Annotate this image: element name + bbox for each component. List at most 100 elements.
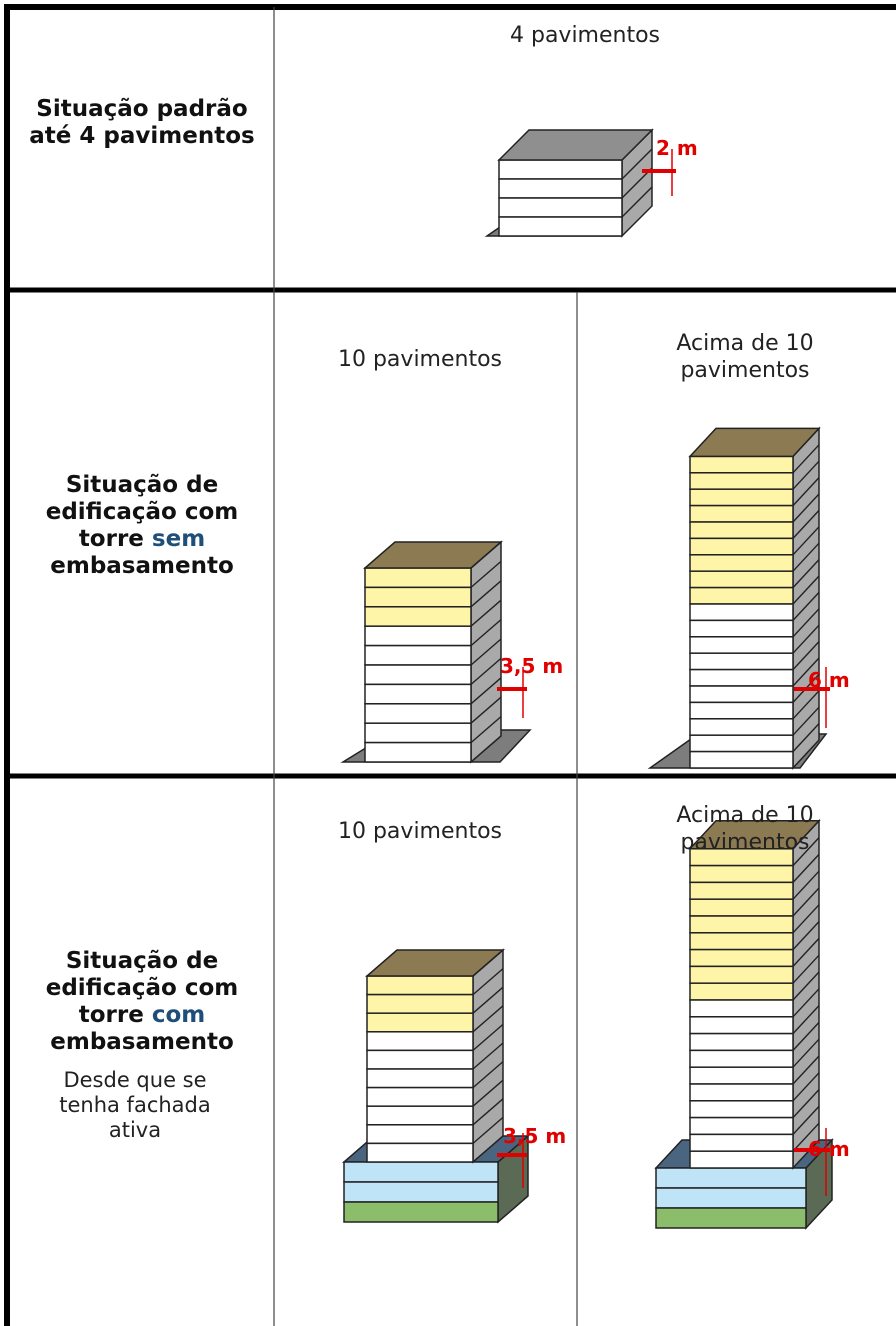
caption-over-10-floors: Acima de 10 pavimentos <box>676 331 814 383</box>
floor <box>689 718 794 736</box>
floor-line-side <box>792 1055 820 1085</box>
floor-line-side <box>792 870 820 900</box>
floor-line-side <box>792 1105 820 1135</box>
building-over-10-floors-no-podium <box>647 426 830 770</box>
floor-recessed <box>366 993 474 1014</box>
floor <box>689 603 794 622</box>
floor-line-side <box>470 638 502 666</box>
floor <box>364 664 472 686</box>
floor-line-side <box>792 904 820 934</box>
table-border <box>4 4 896 1326</box>
floor <box>689 1083 794 1102</box>
floor-line-side <box>470 580 502 608</box>
roof <box>364 949 506 977</box>
floor <box>689 750 794 769</box>
floor <box>364 741 472 763</box>
floor-line-side <box>792 444 820 474</box>
floor-line-side <box>792 921 820 951</box>
floor-line-side <box>792 1072 820 1102</box>
floor-line-side <box>792 1021 820 1051</box>
floor-recessed <box>366 975 474 996</box>
building-over-10-floors-with-podium <box>654 818 834 1230</box>
floor-line-side <box>792 1005 820 1035</box>
floor-line-side <box>792 509 820 539</box>
floor-line-side <box>470 560 502 588</box>
floor-line-side <box>470 677 502 705</box>
floor-line-side <box>792 493 820 523</box>
row-label-keyword: sem <box>151 526 206 552</box>
row-label-standard: Situação padrão até 4 pavimentos <box>29 96 255 149</box>
floor <box>689 1032 794 1052</box>
building-4-floors <box>484 128 676 238</box>
roof <box>688 427 821 458</box>
row-note-active-facade: Desde que se tenha fachada ativa <box>59 1068 211 1142</box>
table-frame <box>4 4 896 1326</box>
floor <box>366 1049 474 1070</box>
floor <box>689 1016 794 1035</box>
row-label-text: Situação de edificação com torre <box>45 472 239 552</box>
floor-line-side <box>792 591 820 621</box>
floor-line-side <box>792 1038 820 1068</box>
floor-line-side <box>792 477 820 507</box>
floor-recessed <box>689 537 794 556</box>
floor-recessed <box>689 965 794 984</box>
floor-line-side <box>792 657 820 687</box>
floor <box>498 216 623 237</box>
floor <box>689 1049 794 1068</box>
floor <box>689 1116 794 1136</box>
floor <box>366 1068 474 1089</box>
podium-floor <box>655 1187 807 1209</box>
floor <box>689 1133 794 1152</box>
caption-4-floors: 4 pavimentos <box>509 23 661 48</box>
row-label-text: embasamento <box>50 1029 234 1055</box>
floor-line-side <box>792 706 820 736</box>
floor <box>366 1142 474 1163</box>
floor-line-side <box>621 148 653 180</box>
floor-line-side <box>472 1023 504 1051</box>
row-label-keyword: com <box>151 1002 206 1028</box>
floor-line-side <box>792 971 820 1001</box>
podium-floor <box>343 1181 499 1203</box>
floor-line-side <box>470 696 502 724</box>
floor-line-side <box>472 968 504 996</box>
tower-side <box>792 426 820 770</box>
floor-line-side <box>621 186 653 218</box>
tower-side <box>792 818 820 1170</box>
floor-recessed <box>689 570 794 589</box>
setback-dimension-label: 3,5 m <box>500 654 564 678</box>
caption-10-floors: 10 pavimentos <box>337 347 503 372</box>
floor-line-side <box>792 624 820 654</box>
floor-line-side <box>792 460 820 490</box>
floor-recessed <box>366 1012 474 1033</box>
floor <box>689 1150 794 1169</box>
floor-recessed <box>689 586 794 605</box>
floor-recessed <box>364 567 472 589</box>
floor <box>364 625 472 647</box>
floor <box>364 722 472 744</box>
floor <box>689 1066 794 1085</box>
floor <box>689 619 794 638</box>
floor-line-side <box>472 1061 504 1089</box>
floor-line-side <box>470 716 502 744</box>
floor <box>689 734 794 753</box>
podium-floor <box>343 1201 499 1223</box>
floor-line-side <box>472 1005 504 1033</box>
floor-recessed <box>689 898 794 917</box>
row-label-text: Situação de edificação com torre <box>45 948 239 1028</box>
floor-line-side <box>792 937 820 967</box>
floor <box>689 999 794 1018</box>
floor <box>498 178 623 199</box>
floor-recessed <box>689 554 794 572</box>
floor-recessed <box>364 606 472 627</box>
floor <box>366 1031 474 1052</box>
floor-recessed <box>689 932 794 951</box>
floor-recessed <box>364 586 472 608</box>
floor-recessed <box>689 488 794 507</box>
floor <box>689 636 794 654</box>
setback-dimension-label: 6 m <box>808 1137 850 1161</box>
podium-floor <box>655 1167 807 1189</box>
floor <box>364 703 472 724</box>
floor-recessed <box>689 504 794 523</box>
floor <box>366 1105 474 1126</box>
